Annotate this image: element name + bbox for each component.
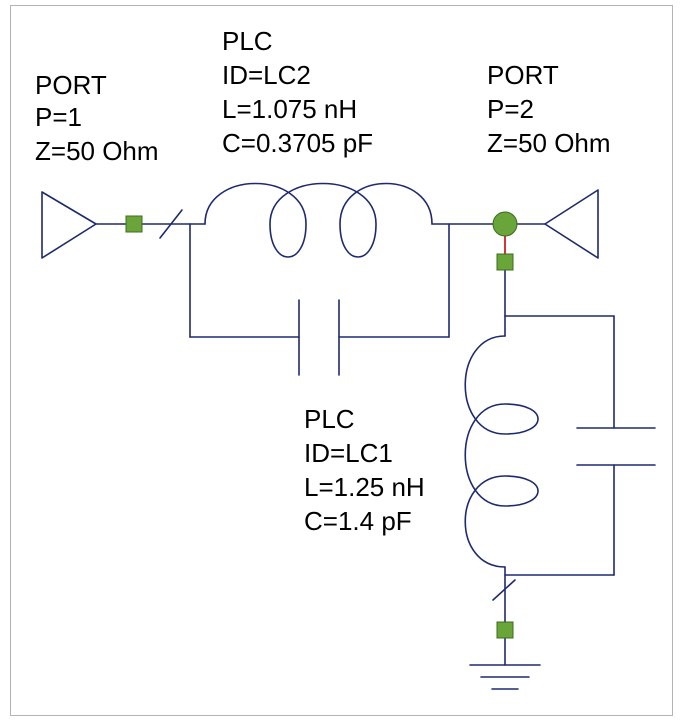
node-port1[interactable] — [125, 215, 143, 233]
lc2-l: L=1.075 nH — [222, 94, 357, 124]
lc2-id: ID=LC2 — [222, 60, 311, 90]
port2-triangle-icon[interactable] — [544, 189, 599, 259]
junction-port2[interactable] — [492, 211, 518, 237]
port1-p: P=1 — [35, 102, 82, 132]
lc1-slash — [492, 579, 516, 601]
port2-type: PORT — [487, 60, 559, 90]
lc2-label: PLC ID=LC2 L=1.075 nH C=0.3705 pF — [222, 26, 373, 158]
schematic-frame — [10, 5, 673, 716]
port2-z: Z=50 Ohm — [487, 128, 611, 158]
ground-icon[interactable] — [469, 637, 541, 690]
port1-type: PORT — [35, 70, 107, 100]
port2-label: PORT P=2 Z=50 Ohm — [487, 60, 611, 158]
node-shunt-top[interactable] — [496, 253, 514, 271]
port1-triangle-icon[interactable] — [41, 191, 97, 259]
lc1-id: ID=LC1 — [304, 438, 393, 468]
lc1-c: C=1.4 pF — [304, 506, 412, 536]
node-shunt-bottom[interactable] — [496, 621, 514, 639]
lc1-type: PLC — [304, 404, 355, 434]
lc2-type: PLC — [222, 26, 273, 56]
lc2-c: C=0.3705 pF — [222, 128, 373, 158]
port2-p: P=2 — [487, 94, 534, 124]
lc1-label: PLC ID=LC1 L=1.25 nH C=1.4 pF — [304, 404, 425, 536]
port1-z: Z=50 Ohm — [35, 136, 159, 166]
lc2-slash — [159, 209, 183, 239]
lc2-inductor-coil-icon[interactable] — [204, 182, 433, 258]
lc1-l: L=1.25 nH — [304, 472, 425, 502]
port1-label: PORT P=1 Z=50 Ohm — [35, 70, 159, 166]
lc1-inductor-coil-icon[interactable] — [464, 335, 539, 568]
